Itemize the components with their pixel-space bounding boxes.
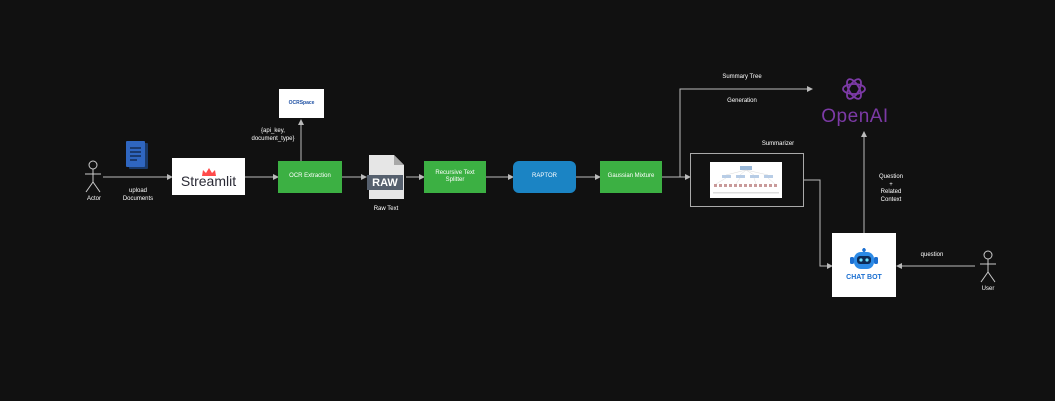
chatbot-label: CHAT BOT	[846, 274, 882, 282]
tree-diagram-thumbnail	[710, 162, 782, 198]
edge-summary-tree-openai	[679, 86, 813, 177]
user-stick-figure-icon	[980, 250, 996, 283]
raw-icon-text: RAW	[372, 177, 398, 189]
upload-documents-label: upload Documents	[122, 188, 154, 202]
streamlit-crown-icon	[201, 167, 216, 176]
summary-tree-label: Summary Tree	[722, 74, 762, 80]
question-label: question	[920, 252, 944, 258]
ocr-extraction-node: OCR Extraction	[278, 161, 342, 193]
user-label: User	[981, 286, 995, 292]
robot-icon	[850, 248, 878, 270]
api-params-label: {api_key, document_type}	[251, 128, 295, 142]
openai-label: OpenAI	[821, 106, 889, 127]
recursive-text-splitter-node: Recursive Text Splitter	[424, 161, 486, 193]
ocr-space-text: OCRSpace	[288, 99, 315, 106]
streamlit-node: Streamlit	[172, 158, 245, 195]
streamlit-label: Streamlit	[180, 172, 237, 189]
summarizer-label: Summarizer	[761, 141, 795, 147]
edge-summarizer-chatbot	[804, 179, 833, 269]
chatbot-node: CHAT BOT	[832, 233, 896, 297]
summarizer-container	[690, 153, 804, 207]
actor-stick-figure-icon	[85, 160, 101, 193]
actor-label: Actor	[86, 196, 101, 202]
openai-knot-icon	[842, 78, 866, 100]
raw-text-label: Raw Text	[373, 206, 399, 212]
ocr-space-logo: OCRSpace	[279, 89, 324, 118]
gaussian-mixture-node: Gaussian Mixture	[600, 161, 662, 193]
raw-file-icon	[367, 155, 404, 199]
question-context-label: Question + Related Context	[878, 174, 903, 203]
document-icon	[126, 141, 148, 169]
raptor-node: RAPTOR	[513, 161, 576, 193]
generation-label: Generation	[727, 98, 757, 104]
